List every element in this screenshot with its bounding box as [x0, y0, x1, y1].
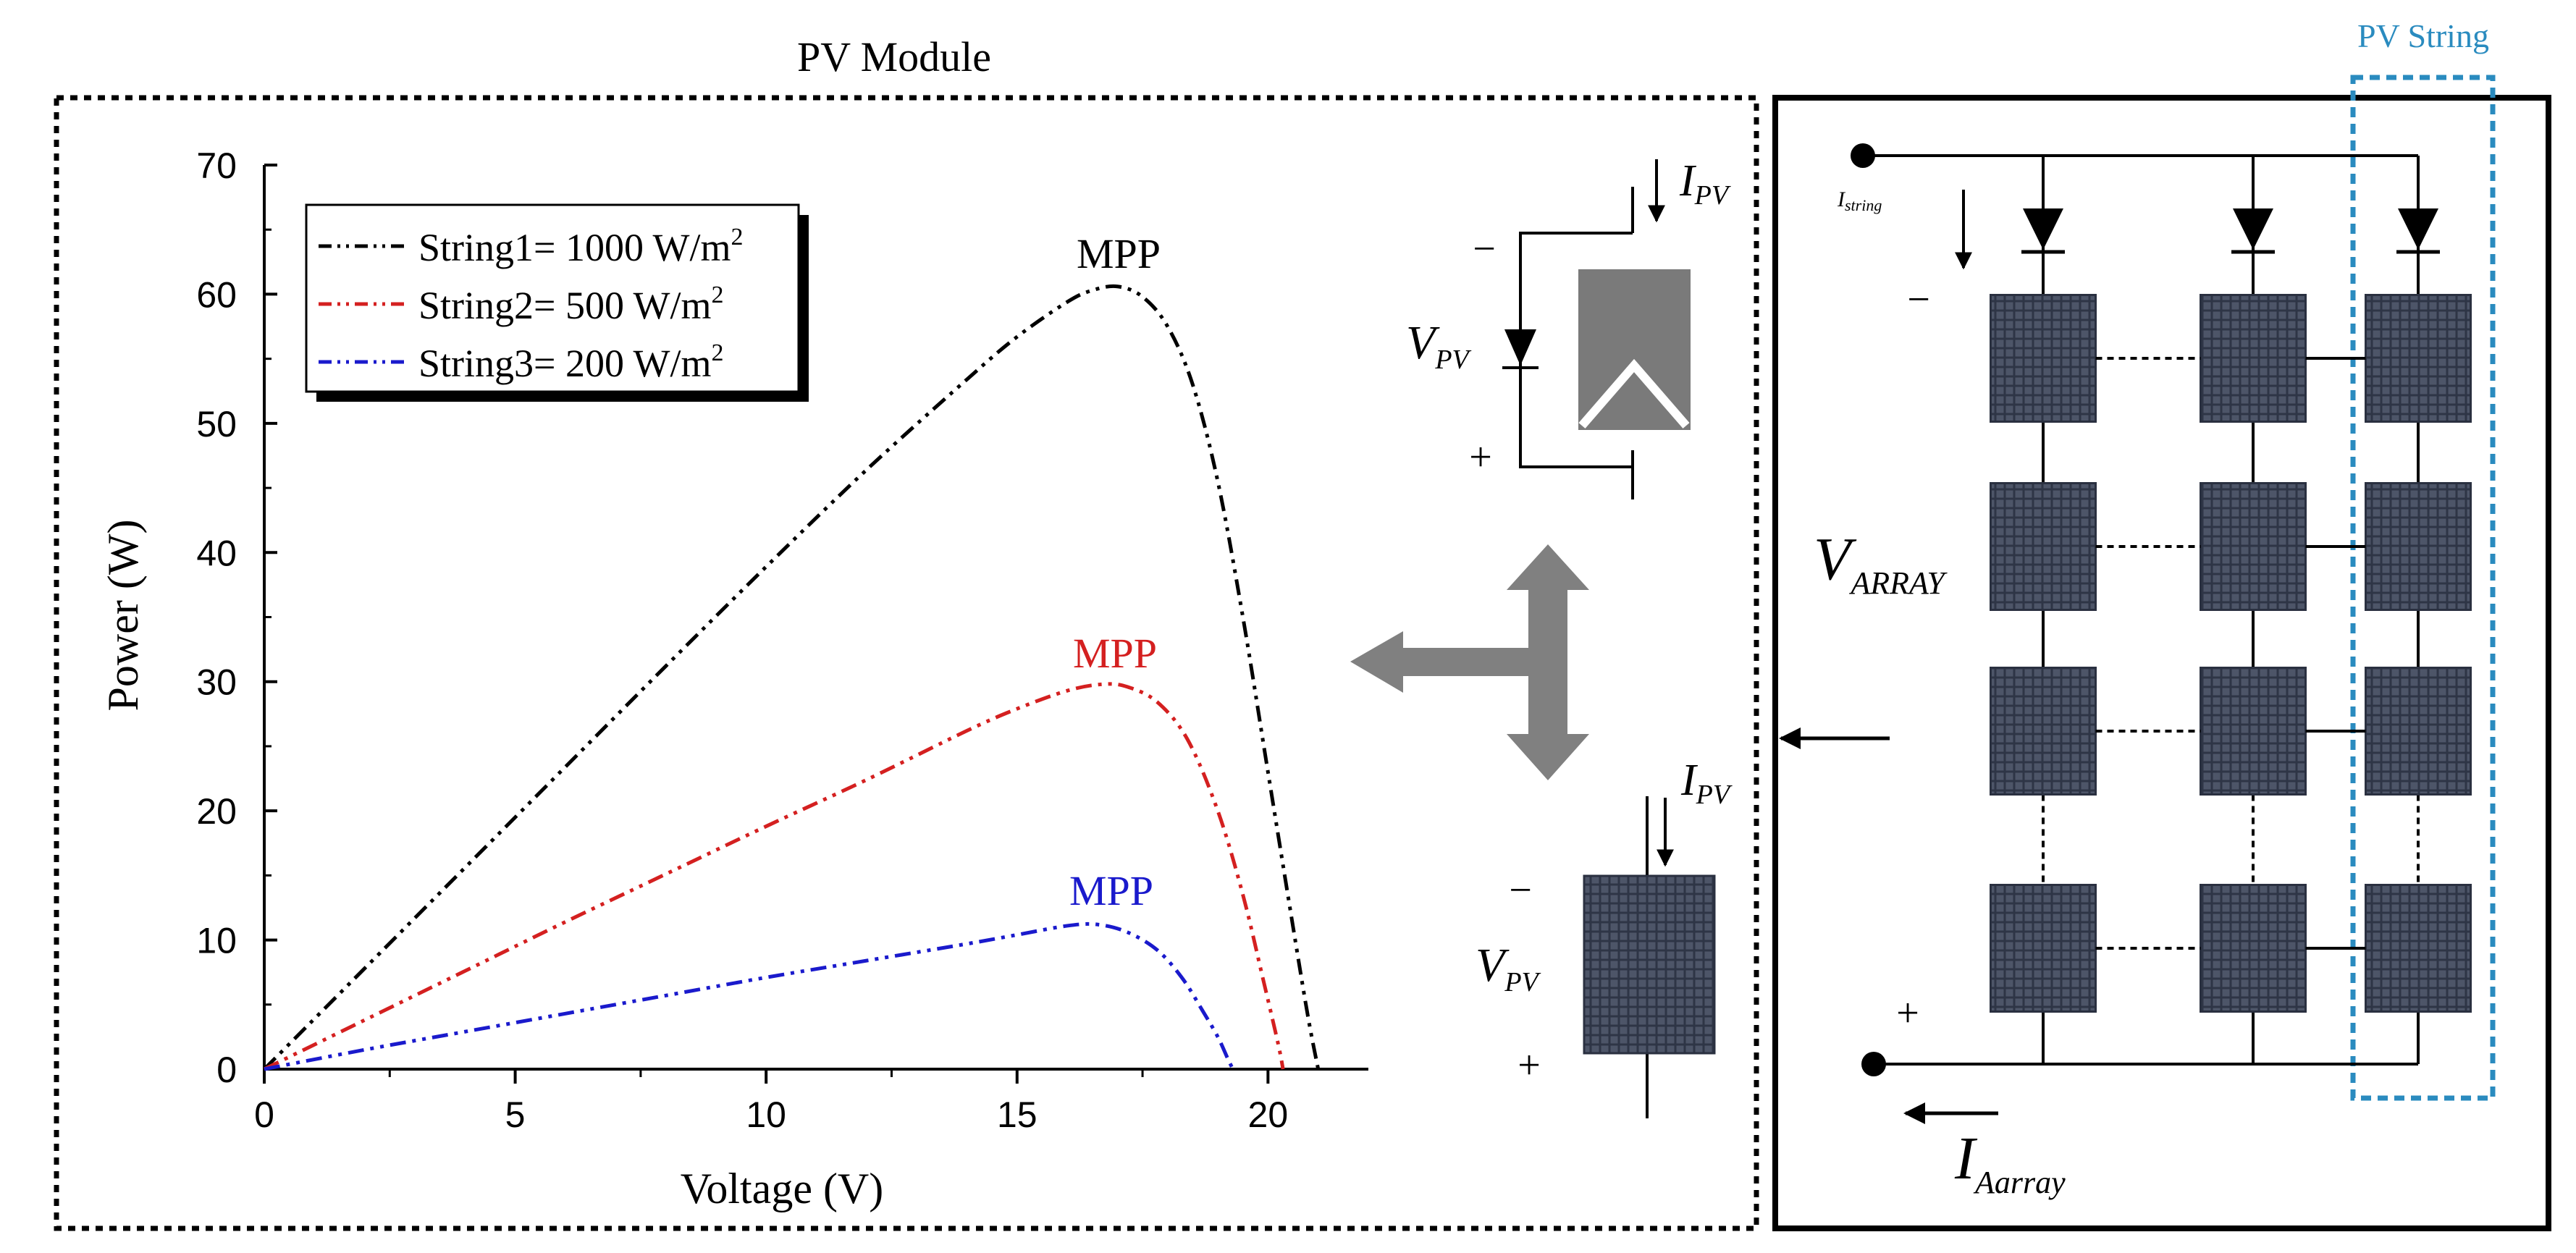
array-plus-sign: +: [1896, 991, 1919, 1036]
y-axis-label: Power (W): [99, 520, 147, 712]
pv-panel-icon: [1990, 667, 2097, 796]
mpp-label-string1: MPP: [1077, 230, 1161, 277]
x-tick-label: 15: [997, 1094, 1037, 1135]
pv-panel-circuit: IPV VPV − +: [1476, 756, 1733, 1118]
gray-left-arrow: [1350, 631, 1528, 693]
pv-cell-diode-icon: [1504, 329, 1536, 366]
pv-panel-icon: [2365, 884, 2472, 1013]
series-line-string1: [263, 284, 1321, 1071]
array-current-label: IAarray: [1954, 1125, 2066, 1200]
array-minus-sign: −: [1907, 277, 1930, 322]
mpp-label-string2: MPP: [1073, 630, 1157, 677]
pv-panel-icon: [2200, 294, 2307, 423]
x-tick-label: 5: [505, 1094, 526, 1135]
legend-box: [305, 203, 800, 393]
pv-panel-icon: [2365, 667, 2472, 796]
y-axis-ticks: 0 10 20 30 40 50 60 70: [196, 145, 277, 1090]
x-axis-ticks: 0 5 10 15 20: [254, 1069, 1288, 1135]
pv-string-label: PV String: [2357, 17, 2489, 54]
pv-panel-current-label: IPV: [1680, 756, 1733, 810]
x-tick-label: 0: [254, 1094, 274, 1135]
pv-panel-plus-sign: +: [1518, 1043, 1541, 1088]
y-tick-label: 0: [216, 1050, 237, 1090]
x-tick-label: 10: [746, 1094, 786, 1135]
y-tick-label: 40: [196, 533, 237, 573]
y-tick-label: 10: [196, 921, 237, 961]
pv-panel-icon: [2200, 482, 2307, 611]
pv-panel-icon: [2200, 667, 2307, 796]
y-tick-label: 70: [196, 145, 237, 186]
pv-panel-icon: [2200, 884, 2307, 1013]
gray-vertical-double-arrow: [1507, 544, 1589, 780]
y-tick-label: 20: [196, 791, 237, 832]
pv-curve-chart: 0 10 20 30 40 50 60 70 0 5 10 15 20 Voltage (V) Pow…: [99, 145, 1368, 1212]
pv-module-label: PV Module: [797, 33, 991, 80]
pv-panel-icon: [2365, 294, 2472, 423]
x-axis-label: Voltage (V): [681, 1165, 884, 1212]
legend-label-string3: String3= 200 W/m2: [418, 339, 723, 385]
pv-panel-icon: [1583, 874, 1716, 1055]
string-current-label: Istring: [1837, 187, 1882, 214]
legend-label-string1: String1= 1000 W/m2: [418, 224, 743, 269]
legend-label-string2: String2= 500 W/m2: [418, 282, 723, 327]
pv-array-grid: [1990, 156, 2472, 1064]
bypass-diode-icon: [2398, 208, 2438, 250]
pv-panel-icon: [1990, 294, 2097, 423]
pv-module-frame: [54, 95, 1759, 1231]
series-line-string2: [263, 682, 1285, 1071]
pv-cell-symbol-chevron: [1578, 358, 1690, 429]
bypass-diode-icon: [2233, 208, 2273, 250]
pv-panel-icon: [1990, 482, 2097, 611]
pv-panel-icon: [1990, 884, 2097, 1013]
mpp-label-string3: MPP: [1069, 867, 1153, 914]
pv-cell-circuit: IPV VPV − +: [1406, 156, 1731, 499]
y-tick-label: 30: [196, 662, 237, 703]
pv-panel-icon: [2365, 482, 2472, 611]
array-voltage-label: VARRAY: [1814, 526, 1948, 601]
pv-cell-current-label: IPV: [1679, 156, 1731, 211]
x-tick-label: 20: [1248, 1094, 1289, 1135]
bypass-diode-icon: [2023, 208, 2063, 250]
pv-array-frame: [1772, 95, 2551, 1231]
y-tick-label: 60: [196, 274, 237, 315]
pv-panel-voltage-label: VPV: [1476, 939, 1541, 997]
pv-cell-voltage-label: VPV: [1406, 316, 1472, 375]
pv-cell-plus-sign: +: [1469, 435, 1492, 480]
pv-cell-minus-sign: −: [1473, 227, 1496, 271]
y-tick-label: 50: [196, 404, 237, 444]
pv-panel-minus-sign: −: [1509, 868, 1532, 913]
pv-string-highlight-box: [2350, 75, 2496, 1101]
gray-branch-arrow: [1350, 544, 1589, 780]
